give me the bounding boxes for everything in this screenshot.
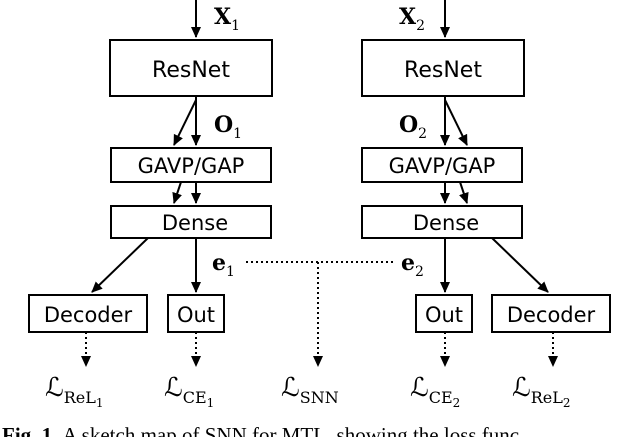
- out-block-2: [415, 294, 473, 333]
- gavp-block-2: [361, 147, 523, 183]
- gavp-label-2: GAVP/GAP: [389, 154, 496, 178]
- dense-block-1: [110, 205, 272, 239]
- resnet-label-2: ResNet: [404, 58, 482, 83]
- dense-label-1: Dense: [162, 211, 228, 235]
- out-block-1: [167, 294, 225, 333]
- decoder-block-2: [491, 294, 611, 333]
- dense-label-2: Dense: [413, 211, 479, 235]
- caption-label: Fig. 1.: [2, 423, 57, 437]
- resnet-block-1: [109, 39, 273, 97]
- gavp-label-1: GAVP/GAP: [138, 154, 245, 178]
- resnet-to-gavp-skip-2: [444, 99, 468, 146]
- out-label-1: Out: [177, 303, 215, 327]
- resnet-label-1: ResNet: [152, 58, 230, 83]
- out-label-2: Out: [425, 303, 463, 327]
- loss-rel-2: ℒReL2: [512, 373, 571, 410]
- caption-text: A sketch map of SNN for MTL, showing the…: [62, 423, 519, 437]
- decoder-label-1: Decoder: [44, 303, 133, 327]
- resnet-block-2: [361, 39, 525, 97]
- embedding-label-1: e1: [212, 250, 235, 280]
- loss-ce-1: ℒCE1: [164, 373, 214, 410]
- resnet-to-gavp-skip-1: [173, 99, 197, 146]
- dense-block-2: [361, 205, 523, 239]
- figure-caption: Fig. 1. A sketch map of SNN for MTL, show…: [2, 423, 519, 437]
- dense-to-decoder-arrow-2: [491, 237, 549, 293]
- embedding-label-2: e2: [401, 250, 424, 280]
- decoder-block-1: [28, 294, 148, 333]
- gavp-to-dense-skip-1: [172, 181, 182, 204]
- input-label-2: X2: [399, 4, 425, 34]
- loss-snn: ℒSNN: [281, 373, 339, 407]
- output-label-2: O2: [399, 112, 427, 142]
- output-label-1: O1: [214, 112, 242, 142]
- decoder-label-2: Decoder: [507, 303, 596, 327]
- input-label-1: X1: [214, 4, 240, 34]
- gavp-to-dense-skip-2: [459, 181, 469, 204]
- dense-to-decoder-arrow-1: [91, 237, 149, 293]
- loss-rel-1: ℒReL1: [45, 373, 104, 410]
- loss-ce-2: ℒCE2: [410, 373, 460, 410]
- gavp-block-1: [110, 147, 272, 183]
